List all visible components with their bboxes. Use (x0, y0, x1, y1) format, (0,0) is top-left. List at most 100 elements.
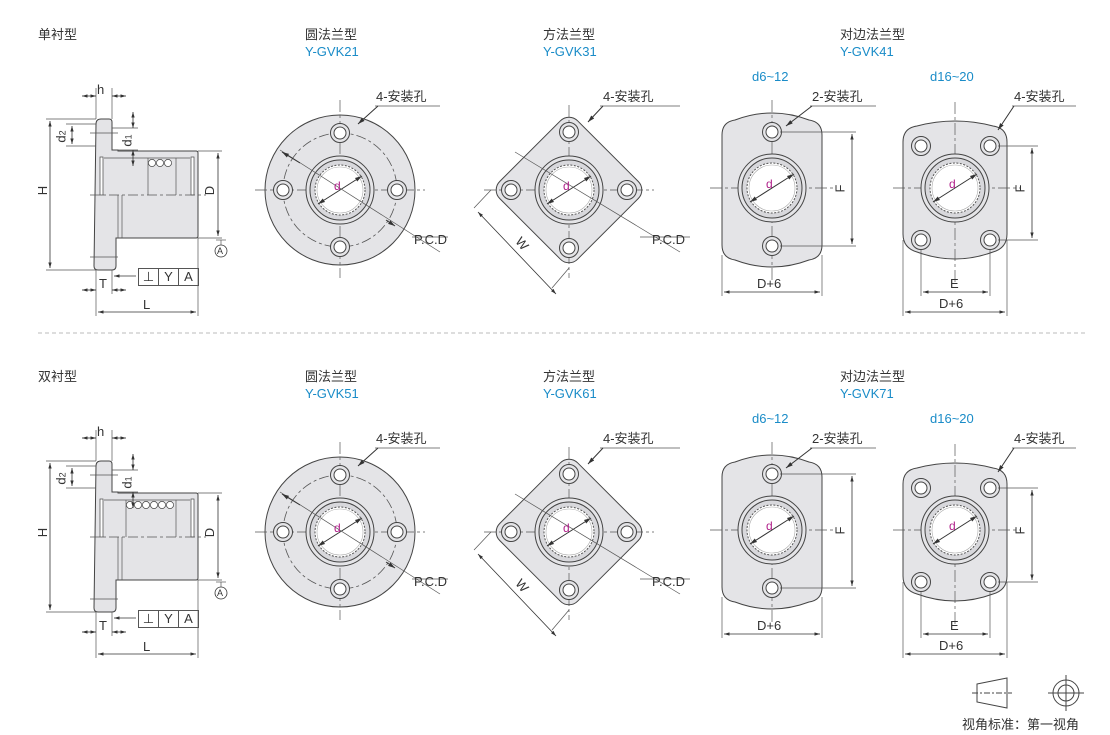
opposite-flange-title: 对边法兰型 (840, 27, 906, 42)
row-double-drawings (46, 430, 1076, 658)
pcd-label: P.C.D (414, 574, 447, 589)
F-dimension-label: F (832, 184, 848, 193)
d2-dimension-label: d2 (54, 130, 71, 142)
holes-label: 4-安装孔 (1014, 89, 1065, 104)
mounting-hole (911, 478, 931, 498)
mounting-hole (559, 238, 579, 258)
E-dimension-label: E (950, 618, 959, 633)
square-flange-code: Y-GVK61 (543, 386, 597, 401)
mounting-hole (501, 522, 521, 542)
bore-d-label: d (563, 521, 570, 535)
square-flange-title: 方法兰型 (543, 27, 596, 42)
datum-letter: A (217, 246, 224, 256)
mounting-hole (273, 522, 293, 542)
mounting-hole (330, 123, 350, 143)
dim-subscript: 1 (123, 476, 134, 482)
dim-subscript: 2 (57, 472, 68, 478)
perpendicular-symbol: ⊥ (139, 269, 159, 285)
d1-dimension-label: d1 (120, 134, 137, 146)
opposite-flange-title: 对边法兰型 (840, 369, 906, 384)
H-dimension-label: H (35, 185, 51, 196)
mounting-hole (980, 136, 1000, 156)
mounting-hole (617, 522, 637, 542)
h-dimension-label: h (97, 424, 105, 439)
type-label: 双衬型 (38, 369, 78, 384)
holes-label: 2-安装孔 (812, 431, 863, 446)
D6-dimension-label: D+6 (939, 296, 964, 311)
side-view (46, 430, 228, 658)
bore-d-label: d (766, 177, 773, 191)
mounting-hole (330, 237, 350, 257)
F-dimension-label: F (1012, 184, 1028, 193)
mounting-hole (273, 180, 293, 200)
round-flange-view (255, 442, 448, 620)
mounting-hole (501, 180, 521, 200)
bore-d-label: d (334, 179, 341, 193)
mounting-hole (387, 522, 407, 542)
tolerance-y: Y (159, 611, 179, 627)
holes-label: 4-安装孔 (376, 431, 427, 446)
D-dimension-label: D (202, 527, 218, 538)
four-hole-flange-view (893, 444, 1076, 658)
row-single-drawings (46, 88, 1076, 316)
mounting-hole (559, 464, 579, 484)
L-dimension-label: L (143, 639, 151, 654)
H-dimension-label: H (35, 527, 51, 538)
four-hole-flange-view (893, 102, 1076, 316)
square-flange-view (473, 447, 690, 637)
datum-ref: A (184, 611, 193, 626)
dim-letter: d (119, 481, 135, 489)
bore-d-label: d (334, 521, 341, 535)
holes-label: 4-安装孔 (1014, 431, 1065, 446)
holes-label: 2-安装孔 (812, 89, 863, 104)
type-label: 单衬型 (38, 27, 78, 42)
mounting-hole (911, 136, 931, 156)
F-dimension-label: F (1012, 526, 1028, 535)
two-hole-flange-view (710, 442, 876, 638)
d2-dimension-label: d2 (54, 472, 71, 484)
side-view (46, 88, 228, 316)
mounting-hole (762, 236, 782, 256)
mounting-hole (911, 230, 931, 250)
round-flange-code: Y-GVK21 (305, 44, 359, 59)
D6-dimension-label: D+6 (757, 276, 782, 291)
mounting-hole (559, 122, 579, 142)
mounting-hole (980, 572, 1000, 592)
bore-d-label: d (766, 519, 773, 533)
D6-dimension-label: D+6 (757, 618, 782, 633)
tolerance-y: Y (159, 269, 179, 285)
mounting-hole (387, 180, 407, 200)
round-flange-title: 圆法兰型 (305, 369, 358, 384)
projection-standard-label: 视角标准：第一视角 (962, 717, 1080, 732)
mounting-hole (911, 572, 931, 592)
mounting-hole (330, 465, 350, 485)
holes-label: 4-安装孔 (376, 89, 427, 104)
range-small-label: d6~12 (752, 69, 789, 84)
bore-d-label: d (949, 519, 956, 533)
opposite-flange-code: Y-GVK71 (840, 386, 894, 401)
mounting-hole (980, 478, 1000, 498)
round-flange-code: Y-GVK51 (305, 386, 359, 401)
mounting-hole (330, 579, 350, 599)
mounting-hole (762, 122, 782, 142)
mounting-hole (617, 180, 637, 200)
pcd-label: P.C.D (652, 232, 685, 247)
D6-dimension-label: D+6 (939, 638, 964, 653)
range-large-label: d16~20 (930, 69, 974, 84)
dim-letter: d (53, 477, 69, 485)
pcd-label: P.C.D (652, 574, 685, 589)
dim-letter: d (53, 135, 69, 143)
holes-label: 4-安装孔 (603, 431, 654, 446)
h-dimension-label: h (97, 82, 105, 97)
mounting-hole (980, 230, 1000, 250)
pcd-label: P.C.D (414, 232, 447, 247)
bore-d-label: d (563, 179, 570, 193)
range-small-label: d6~12 (752, 411, 789, 426)
datum-ref: A (184, 269, 193, 284)
T-dimension-label: T (99, 618, 107, 633)
F-dimension-label: F (832, 526, 848, 535)
two-hole-flange-view (710, 100, 876, 296)
mounting-hole (762, 578, 782, 598)
